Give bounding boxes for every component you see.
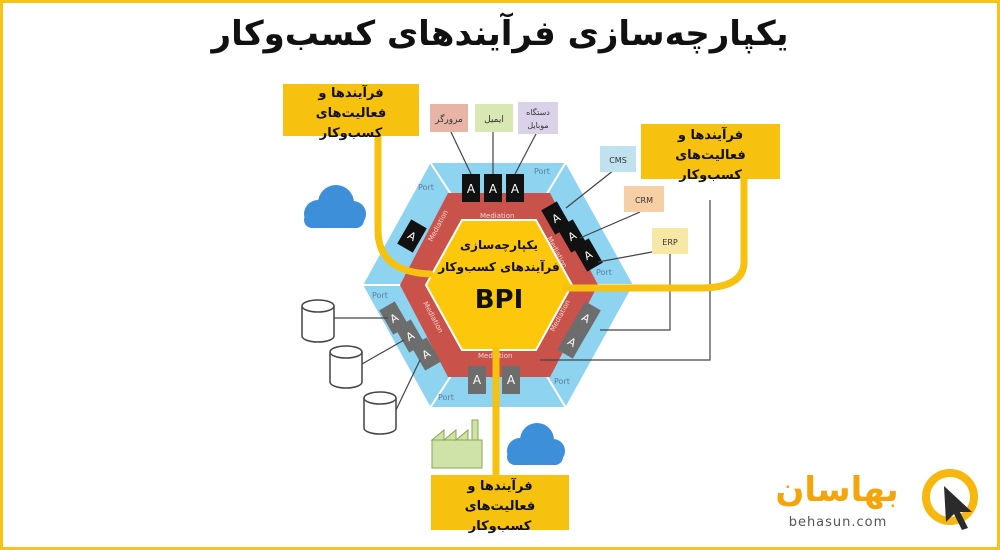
database-icon [301, 299, 335, 343]
process-flow-lines [374, 128, 748, 480]
svg-text:مرورگر: مرورگر [434, 113, 463, 125]
cloud-icon [507, 423, 565, 465]
channel-email: ایمیل [475, 104, 513, 132]
svg-text:A: A [511, 182, 520, 196]
bpi-core [424, 219, 574, 351]
adapter-block: A [462, 174, 480, 202]
system-crm: CRM [624, 186, 664, 212]
svg-text:ایمیل: ایمیل [484, 115, 504, 125]
adapter-block: A [502, 366, 520, 394]
port-label: Port [554, 377, 570, 386]
factory-icon [430, 419, 483, 469]
svg-text:CRM: CRM [635, 196, 653, 205]
database-connectors [334, 317, 421, 411]
svg-text:A: A [467, 182, 476, 196]
adapter-block: A [506, 174, 524, 202]
svg-text:CMS: CMS [609, 156, 627, 165]
cloud-icon [304, 185, 366, 228]
system-erp: ERP [652, 228, 688, 254]
svg-text:ERP: ERP [662, 238, 678, 247]
mediation-label: Mediation [480, 212, 514, 220]
adapter-block: A [411, 337, 441, 371]
callout-line: کسب‌وکار [319, 126, 383, 141]
channel-mobile: دستگاه موبایل [518, 102, 558, 134]
logo-name: بهاسان [775, 470, 899, 510]
adapter-block: A [573, 238, 603, 272]
adapter-block: A [484, 174, 502, 202]
callout-line: فرآیندها و فعالیت‌های [464, 478, 536, 514]
adapter-block: A [468, 366, 486, 394]
database-icon [363, 391, 397, 435]
port-label: Port [534, 167, 550, 176]
callout-line: فرآیندها و فعالیت‌های [675, 127, 746, 163]
port-label: Port [372, 291, 388, 300]
port-label: Port [596, 268, 612, 277]
adapter-block: A [571, 301, 601, 335]
svg-text:دستگاه: دستگاه [526, 107, 550, 117]
callout-line: فرآیندها و فعالیت‌های [315, 86, 387, 121]
adapter-block: A [557, 325, 587, 359]
callout-top-right: فرآیندها و فعالیت‌های کسب‌وکار [641, 124, 780, 183]
svg-text:موبایل: موبایل [527, 121, 548, 130]
page-title: یکپارچه‌سازی فرآیندهای کسب‌وکار [211, 14, 789, 54]
port-label: Port [438, 393, 454, 402]
channel-browser: مرورگر [430, 104, 468, 132]
callout-line: کسب‌وکار [679, 167, 742, 183]
database-icon [329, 345, 363, 389]
adapter-block: A [397, 219, 427, 253]
port-label: Port [418, 183, 434, 192]
center-heading-line1: یکپارچه‌سازی [460, 238, 538, 252]
callout-top-left: فرآیندها و فعالیت‌های کسب‌وکار [283, 84, 419, 141]
logo-domain: behasun.com [788, 515, 888, 530]
svg-text:A: A [473, 373, 482, 387]
center-acronym: BPI [475, 285, 524, 315]
system-cms: CMS [600, 146, 636, 172]
center-heading-line2: فرآیندهای کسب‌وکار [437, 259, 560, 275]
callout-line: کسب‌وکار [468, 518, 532, 534]
svg-text:A: A [489, 182, 498, 196]
callout-bottom: فرآیندها و فعالیت‌های کسب‌وکار [431, 475, 569, 534]
svg-text:A: A [507, 373, 516, 387]
behasun-logo-icon [922, 469, 978, 530]
channel-connectors [449, 129, 711, 361]
